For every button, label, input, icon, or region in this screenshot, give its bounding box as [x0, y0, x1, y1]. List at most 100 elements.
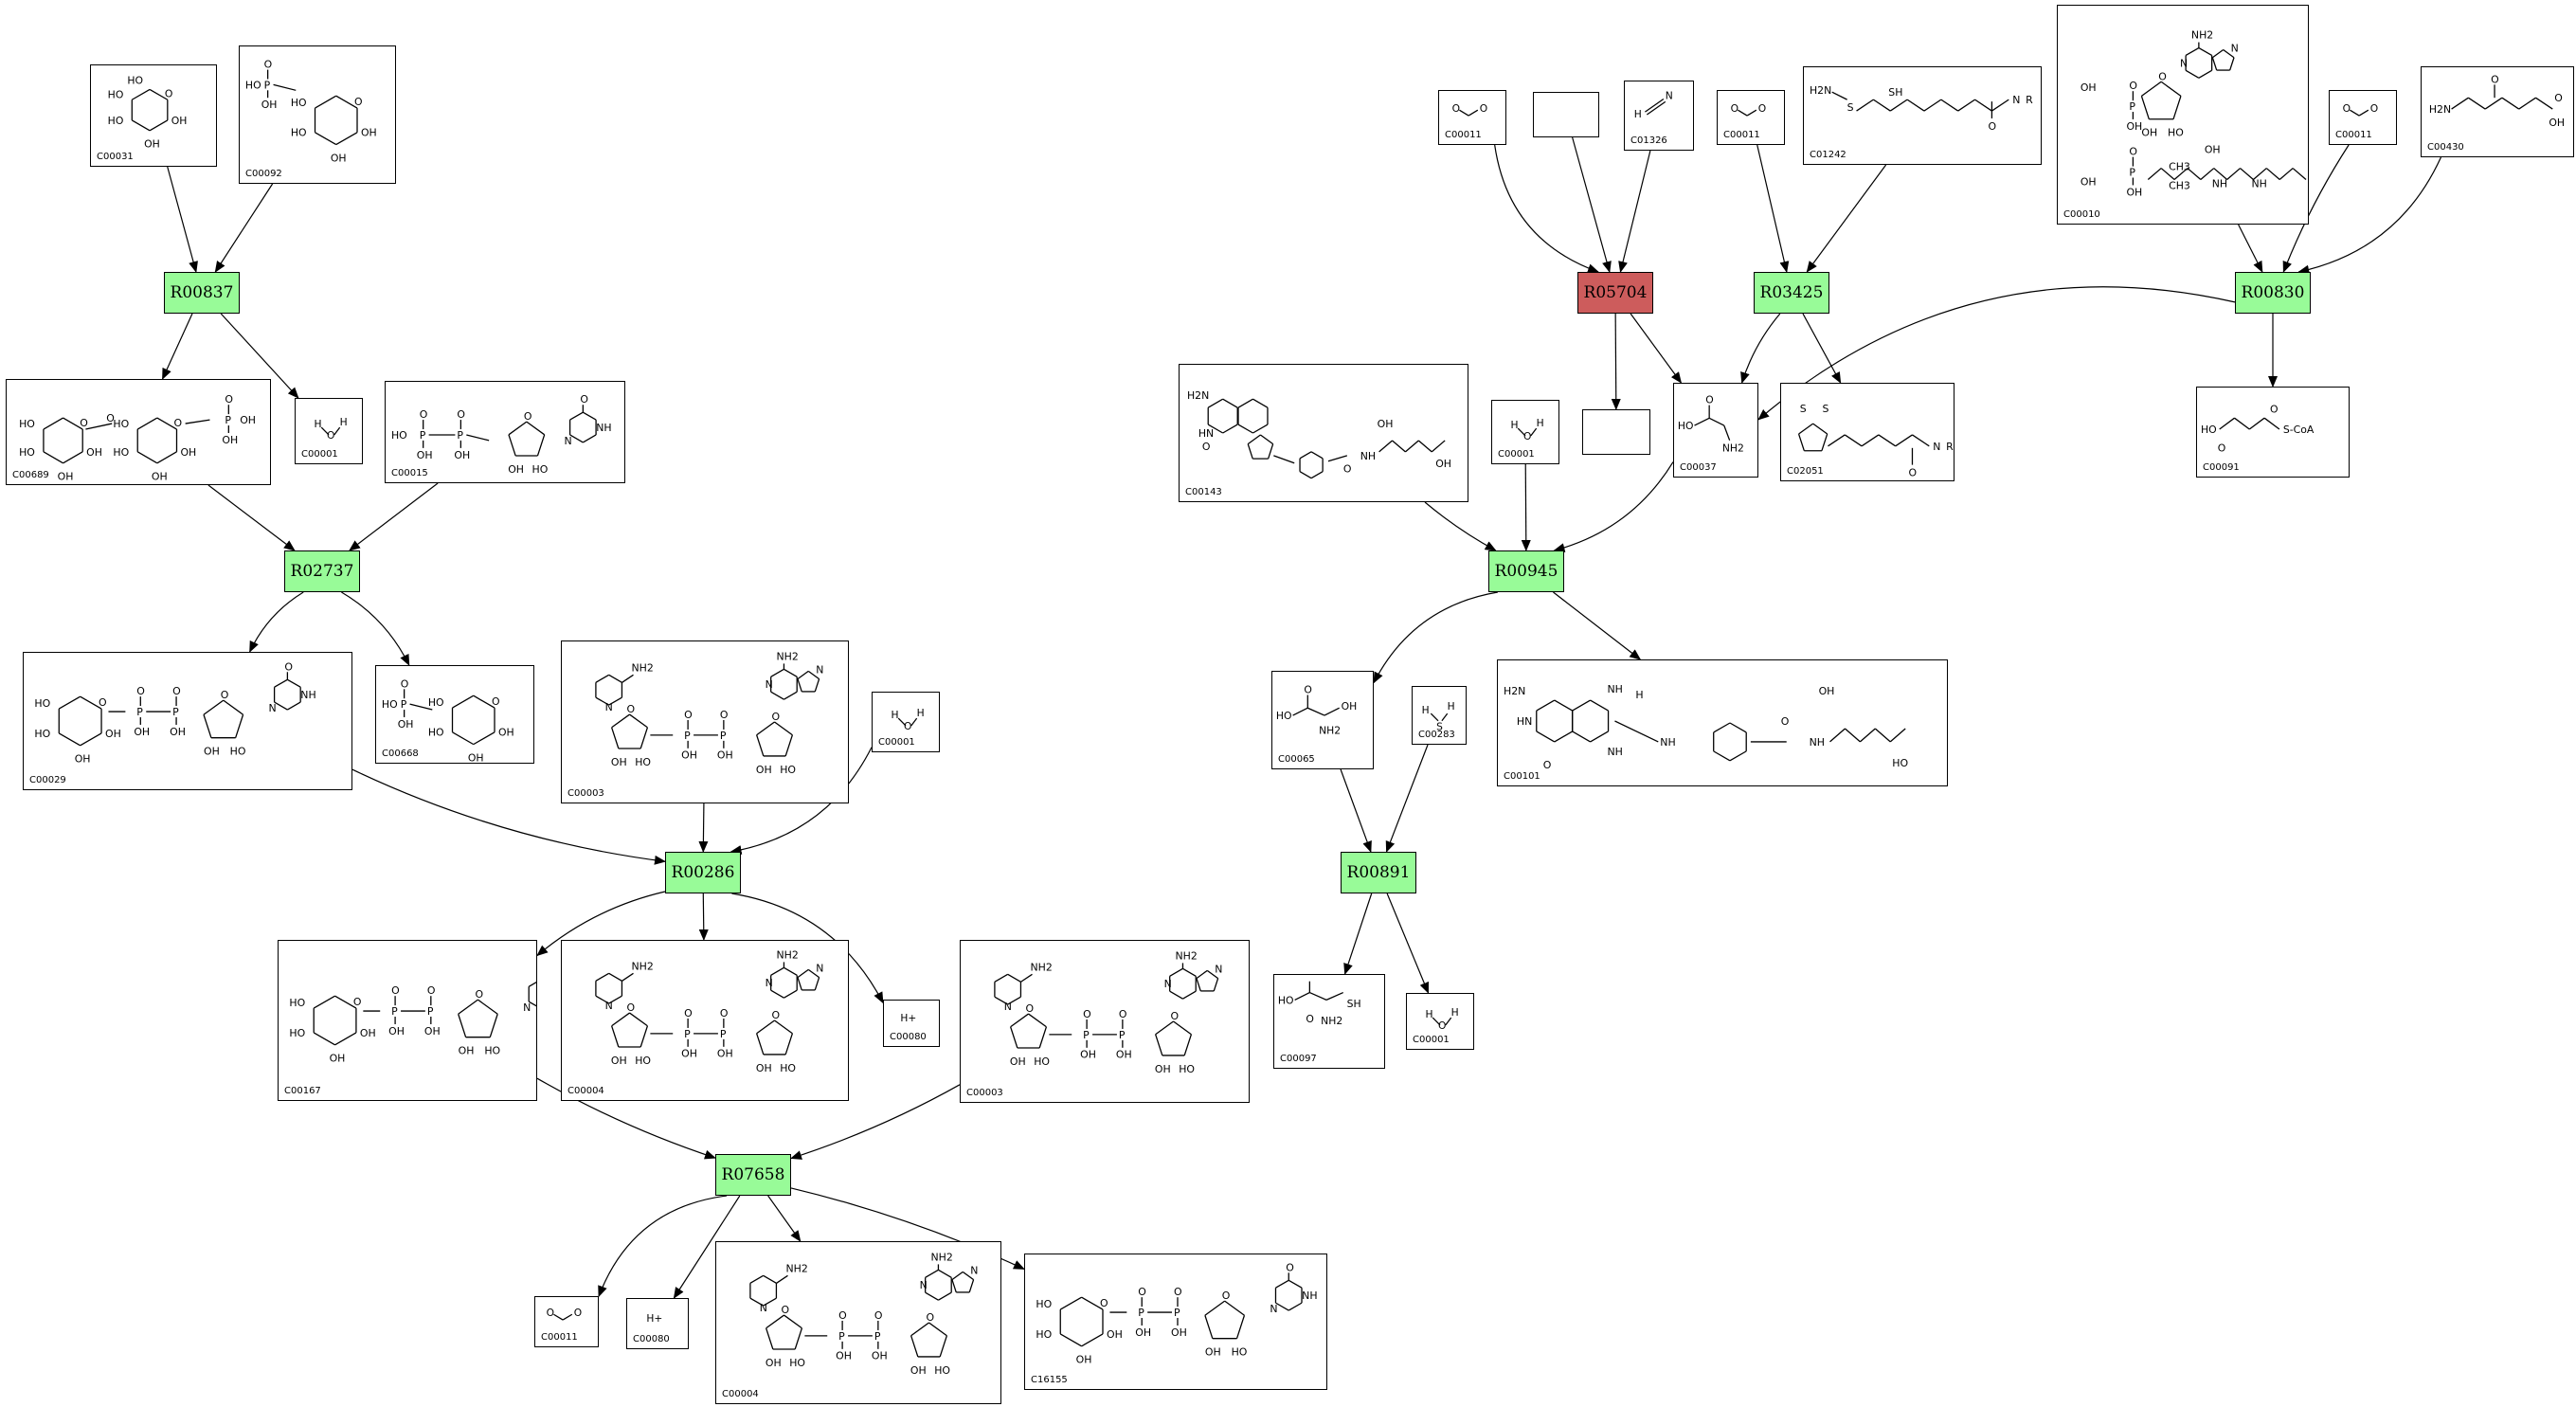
edge-c00029_a-to-R00286	[351, 768, 666, 865]
compound-node-unlabeled[interactable]	[1582, 409, 1650, 455]
ring-bond	[1729, 750, 1747, 762]
phosphate-p: P	[874, 1330, 881, 1343]
ring-bond	[1182, 967, 1197, 977]
ring-bond	[797, 670, 809, 680]
ring-bond	[508, 421, 528, 436]
triple-bond	[1646, 100, 1666, 116]
reaction-node-r00837[interactable]: R00837	[164, 272, 240, 314]
compound-node-c00080[interactable]: H+C00080	[626, 1298, 689, 1349]
hydroxyl: OH	[611, 1055, 627, 1067]
methyl: CH3	[2169, 161, 2190, 173]
ring-bond	[136, 417, 158, 430]
phosphate-p: P	[1174, 1307, 1180, 1319]
hydrogen: H	[1448, 700, 1455, 713]
hydroxyl: HO	[934, 1364, 950, 1377]
compound-id-label: C00430	[2427, 142, 2464, 153]
reaction-node-r05704[interactable]: R05704	[1577, 272, 1653, 314]
ring-oxygen: O	[221, 689, 229, 701]
hydroxyl: OH	[331, 152, 347, 164]
chain-bond	[1874, 728, 1891, 743]
ring-bond	[770, 966, 784, 976]
carbonyl-o: O	[1343, 463, 1352, 476]
bond-line	[1432, 1017, 1441, 1026]
bond-line	[776, 1274, 788, 1284]
compound-node-c00080[interactable]: H+C00080	[883, 1000, 940, 1047]
ring-bond	[1267, 443, 1274, 460]
chain-bond	[1392, 440, 1406, 453]
ring-bond	[629, 1012, 648, 1027]
reaction-node-r02737[interactable]: R02737	[284, 550, 360, 592]
chain-bond	[2279, 168, 2294, 180]
reaction-node-r00286[interactable]: R00286	[665, 852, 741, 893]
compound-node-unlabeled[interactable]	[1533, 92, 1599, 137]
reaction-node-r00945[interactable]: R00945	[1488, 550, 1564, 592]
phosphate-p: P	[172, 706, 179, 718]
ring-nitrogen: N	[605, 1000, 613, 1012]
reaction-node-r07658[interactable]: R07658	[715, 1154, 791, 1196]
hydroxyl: HO	[532, 463, 549, 476]
compound-id-label: C00031	[97, 152, 134, 162]
compound-id-label: C00080	[890, 1032, 927, 1042]
carbonyl-o: O	[1988, 120, 1996, 133]
hydroxyl: OH	[361, 127, 377, 139]
phosphate-p: P	[2129, 167, 2135, 179]
chain-bond	[1895, 434, 1913, 447]
edge-R00837-to-c00689_a	[161, 313, 193, 380]
ring-bond	[608, 674, 622, 683]
compound-node-c00010[interactable]: NH2NNOHOOHPOOHPOOHOHOHCH3CH3SHOHNHNHC000…	[2057, 5, 2309, 225]
phosphate-oh: OH	[454, 449, 470, 461]
ring-bond	[1299, 451, 1312, 460]
reaction-node-r00891[interactable]: R00891	[1341, 852, 1416, 893]
ring-bond	[1010, 1013, 1029, 1028]
reaction-node-r03425[interactable]: R03425	[1754, 272, 1829, 314]
hydroxyl: HO	[127, 75, 143, 87]
ring-bond	[1169, 967, 1183, 977]
reaction-node-r00830[interactable]: R00830	[2235, 272, 2311, 314]
bond-line	[897, 717, 907, 727]
hydroxyl: OH	[2081, 81, 2097, 94]
phosphate-p: P	[1119, 1029, 1126, 1041]
ring-bond	[608, 995, 622, 1004]
compound-id-label: C00080	[633, 1334, 670, 1344]
chain-bond	[1405, 440, 1419, 453]
hydroxyl: OH	[498, 727, 514, 739]
double-bond	[2358, 109, 2369, 117]
ring-bond	[156, 451, 177, 464]
ring-bond	[1310, 451, 1324, 460]
compound-node-c00167[interactable]: OOHHOOHHOPOOHPOOHOHOOHNHONC00167	[278, 940, 537, 1101]
hydroxyl: OH	[1378, 418, 1394, 430]
